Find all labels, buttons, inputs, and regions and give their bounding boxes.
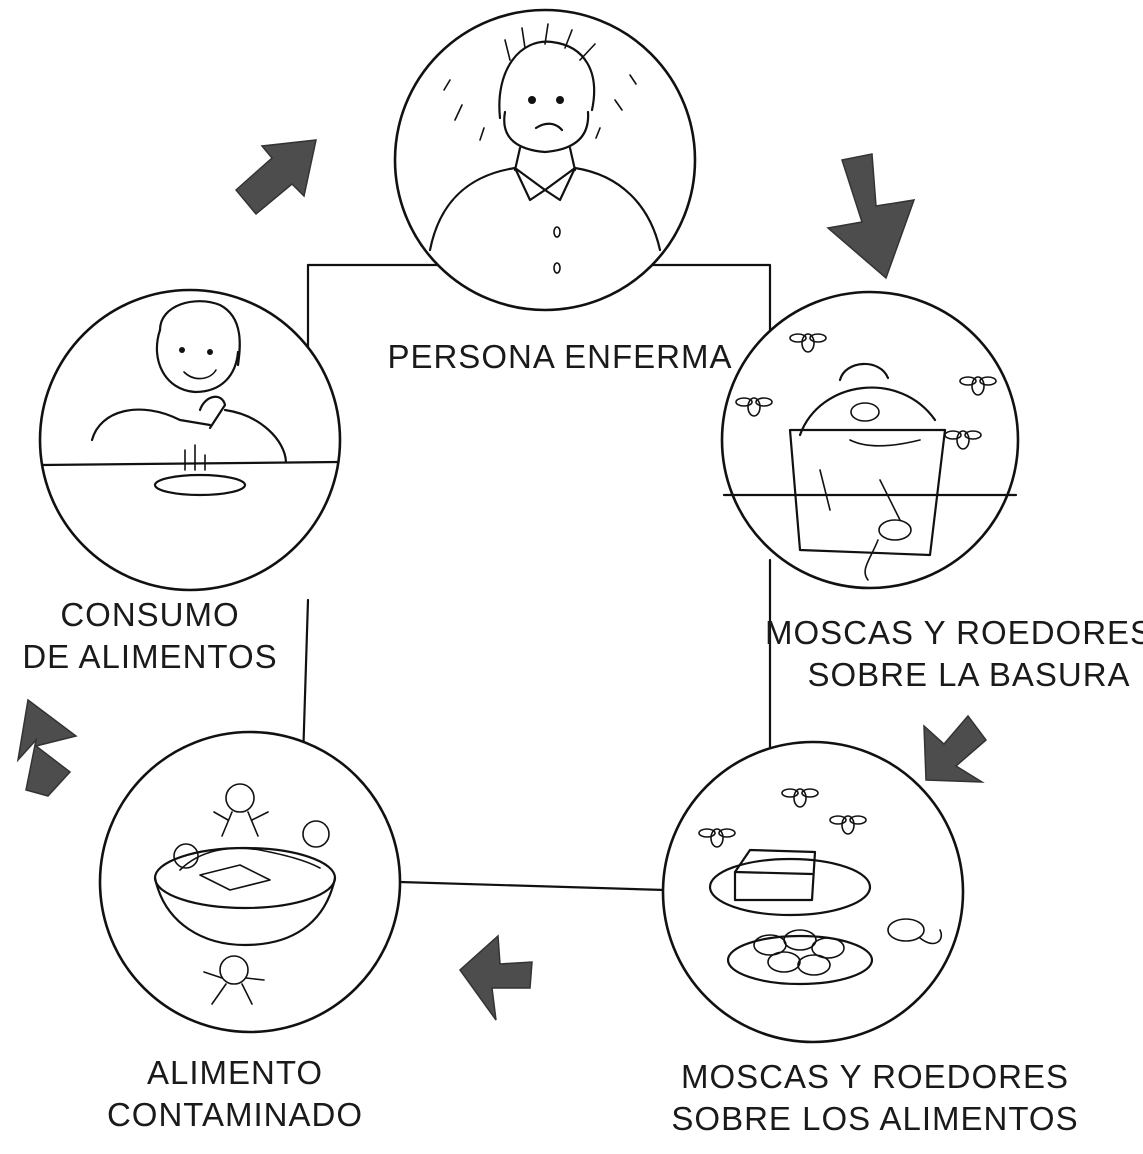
fly-icon (944, 430, 982, 450)
node-label-line: MOSCAS Y ROEDORES (765, 614, 1143, 651)
fly-icon (959, 376, 997, 396)
cycle-arrows (16, 139, 988, 1021)
node-label-line: PERSONA ENFERMA (387, 338, 733, 375)
sick-person-illustration (393, 8, 697, 312)
germ-icon (173, 843, 199, 869)
fly-icon (781, 788, 819, 808)
fly-icon (789, 333, 827, 353)
node-label-line: MOSCAS Y ROEDORES (680, 1058, 1070, 1095)
node-label-line: SOBRE LA BASURA (807, 656, 1131, 693)
contaminated-food-illustration (98, 730, 402, 1034)
node-label-food-pests: MOSCAS Y ROEDORES SOBRE LOS ALIMENTOS (635, 1056, 1115, 1140)
node-label-line: ALIMENTO (146, 1054, 324, 1091)
node-label-sick: PERSONA ENFERMA (370, 336, 750, 378)
arrow-to-consumption-icon (16, 698, 78, 797)
arrow-to-garbage-icon (826, 153, 916, 280)
fly-icon (829, 815, 867, 835)
node-label-consumption: CONSUMO DE ALIMENTOS (5, 594, 295, 678)
germ-icon (203, 955, 265, 1005)
garbage-illustration (720, 290, 1020, 590)
germ-icon (213, 783, 269, 837)
node-label-line: CONTAMINADO (106, 1096, 364, 1133)
germ-icon (302, 820, 330, 848)
node-label-garbage: MOSCAS Y ROEDORES SOBRE LA BASURA (765, 612, 1143, 696)
food-consumption-illustration (38, 288, 342, 592)
arrow-to-sick-icon (234, 139, 317, 216)
fly-icon (698, 828, 736, 848)
arrow-to-food-pests-icon (923, 714, 988, 783)
node-label-line: SOBRE LOS ALIMENTOS (671, 1100, 1079, 1137)
food-pests-illustration (661, 740, 965, 1044)
node-label-line: CONSUMO (60, 596, 240, 633)
fly-icon (735, 397, 773, 417)
node-label-line: DE ALIMENTOS (22, 638, 278, 675)
node-label-contaminated: ALIMENTO CONTAMINADO (70, 1052, 400, 1136)
arrow-to-contaminated-icon (458, 934, 533, 1021)
